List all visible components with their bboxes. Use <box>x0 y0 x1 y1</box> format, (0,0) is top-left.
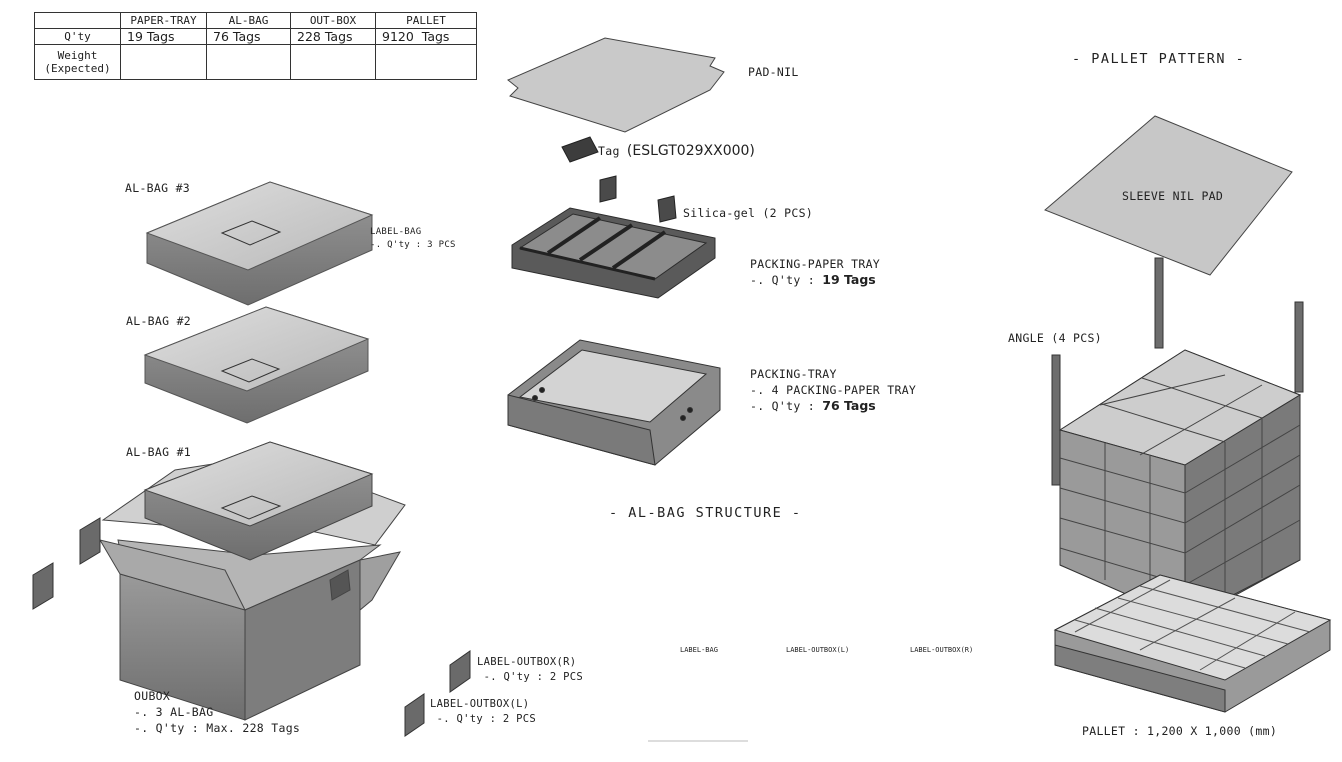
packing-tray-drawing <box>507 339 721 466</box>
table-cell <box>120 44 207 80</box>
table-cell: 9120 Tags <box>375 28 477 45</box>
outbox-label: OUBOX-. 3 AL-BAG-. Q'ty : Max. 228 Tags <box>134 689 301 735</box>
table-row-weight: Weight(Expected) <box>34 44 477 80</box>
outbox-side-labels-drawing <box>32 517 471 737</box>
pallet-pattern-heading: - PALLET PATTERN - <box>1072 51 1246 67</box>
table-cell: 19 Tags <box>120 28 207 45</box>
tiny-label-outbox-l: LABEL-OUTBOX(L) <box>786 646 850 654</box>
paper-tray-drawing <box>511 207 716 299</box>
label-outbox-r-label: LABEL-OUTBOX(R) -. Q'ty : 2 PCS <box>477 656 583 683</box>
table-header-cell: OUT-BOX <box>290 12 376 29</box>
table-header-cell <box>34 12 121 29</box>
outbox-drawing <box>98 441 406 721</box>
al-bag-3-drawing <box>145 181 374 306</box>
pallet-label: PALLET : 1,200 X 1,000 (mm) <box>1082 724 1278 738</box>
table-cell: 228 Tags <box>290 28 376 45</box>
table-cell <box>375 44 477 80</box>
silica-gel-drawing <box>599 175 677 223</box>
sleeve-pad-drawing <box>1044 115 1293 276</box>
table-cell <box>206 44 291 80</box>
table-row-qty: Q'ty 19 Tags 76 Tags 228 Tags 9120 Tags <box>34 28 477 45</box>
paper-tray-label: PACKING-PAPER TRAY-. Q'ty : 19 Tags <box>750 257 881 287</box>
table-row-label: Q'ty <box>34 28 121 45</box>
al-bag-2-label: AL-BAG #2 <box>126 314 192 328</box>
sleeve-pad-label: SLEEVE NIL PAD <box>1122 189 1224 203</box>
pad-nil-label: PAD-NIL <box>748 65 799 79</box>
table-cell <box>290 44 376 80</box>
al-bag-3-label: AL-BAG #3 <box>125 181 191 195</box>
packing-tray-label: PACKING-TRAY-. 4 PACKING-PAPER TRAY-. Q'… <box>750 367 917 413</box>
table-header-cell: PAPER-TRAY <box>120 12 207 29</box>
silica-gel-label: Silica-gel (2 PCS) <box>683 206 814 220</box>
label-bag-label: LABEL-BAG-. Q'ty : 3 PCS <box>370 227 456 250</box>
table-header-cell: PALLET <box>375 12 477 29</box>
al-bag-2-drawing <box>143 306 370 424</box>
al-bag-1-label: AL-BAG #1 <box>126 445 192 459</box>
tiny-label-bag: LABEL-BAG <box>680 646 718 654</box>
label-outbox-l-label: LABEL-OUTBOX(L) -. Q'ty : 2 PCS <box>430 698 536 725</box>
pad-nil-drawing <box>507 37 725 133</box>
table-row-label: Weight(Expected) <box>34 44 121 80</box>
pallet-drawing <box>1053 574 1332 713</box>
angle-label: ANGLE (4 PCS) <box>1008 331 1102 345</box>
tag-label: Tag (ESLGT029XX000) <box>598 143 755 159</box>
tiny-label-outbox-r: LABEL-OUTBOX(R) <box>910 646 974 654</box>
spec-table: PAPER-TRAY AL-BAG OUT-BOX PALLET Q'ty 19… <box>34 12 477 80</box>
al-bag-structure-heading: - AL-BAG STRUCTURE - <box>609 505 802 521</box>
pallet-stack-drawing <box>1058 349 1302 621</box>
table-header-cell: AL-BAG <box>206 12 291 29</box>
table-cell: 76 Tags <box>206 28 291 45</box>
table-header-row: PAPER-TRAY AL-BAG OUT-BOX PALLET <box>34 12 477 29</box>
tag-drawing <box>561 136 599 163</box>
